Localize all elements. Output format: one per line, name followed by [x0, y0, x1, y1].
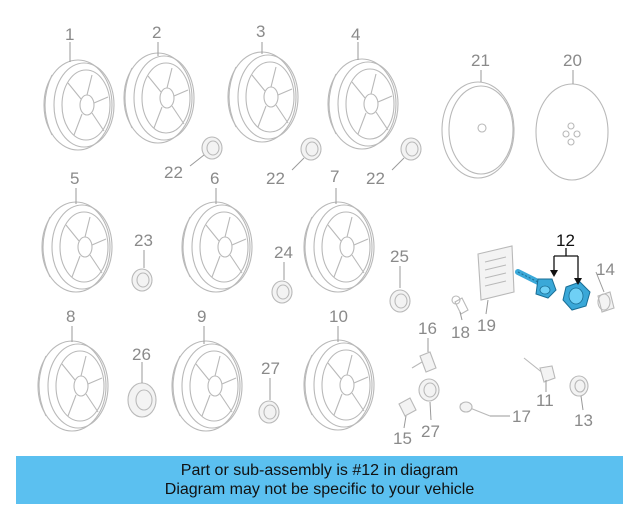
callout-4: 4 [351, 25, 360, 44]
wheel-part-10 [303, 339, 375, 431]
center-cap-part-24 [271, 280, 293, 304]
callout-26: 26 [132, 345, 151, 364]
callout-15: 15 [393, 429, 412, 448]
callout-17: 17 [512, 407, 531, 426]
wheel-part-6 [181, 201, 253, 293]
banner-line-disclaimer: Diagram may not be specific to your vehi… [164, 481, 475, 498]
callout-10: 10 [329, 307, 348, 326]
center-cap-part-25 [389, 289, 411, 313]
callout-3: 3 [256, 22, 265, 41]
callout-21: 21 [471, 51, 490, 70]
callout-27a: 27 [261, 359, 280, 378]
callout-6: 6 [210, 169, 219, 188]
leader-lines [69, 42, 605, 429]
wheel-part-4 [327, 58, 399, 150]
wheel-part-3 [227, 51, 299, 143]
callout-7: 7 [330, 167, 339, 186]
bolt-part-12 [515, 269, 557, 299]
center-cap-part-22b [300, 137, 322, 161]
callout-9: 9 [197, 307, 206, 326]
callout-16: 16 [418, 319, 437, 338]
sensor-part-16 [411, 351, 437, 373]
callout-12: 12 [556, 231, 575, 250]
wheel-cover-part-20 [535, 83, 609, 181]
center-cap-part-26 [127, 382, 157, 418]
callout-labels: 1 2 3 4 20 21 22 22 22 5 6 7 23 24 25 12… [65, 22, 615, 448]
wheel-cover-part-21 [441, 81, 515, 179]
bolt-part-11 [523, 357, 556, 383]
nut-part-12 [562, 281, 591, 311]
callout-22a: 22 [164, 163, 183, 182]
sleeve-part-14 [597, 291, 615, 313]
wheel-part-1 [43, 59, 115, 151]
callout-22b: 22 [266, 169, 285, 188]
sleeve-part-13 [569, 375, 589, 397]
wheel-part-2 [123, 52, 195, 144]
callout-23: 23 [134, 231, 153, 250]
center-cap-part-27a [258, 400, 280, 424]
callout-1: 1 [65, 25, 74, 44]
callout-25: 25 [390, 247, 409, 266]
callout-20: 20 [563, 51, 582, 70]
callout-19: 19 [477, 316, 496, 335]
wheel-part-7 [303, 201, 375, 293]
callout-8: 8 [66, 307, 75, 326]
callout-14: 14 [596, 260, 615, 279]
valve-part-18 [451, 295, 469, 315]
callout-13: 13 [574, 411, 593, 430]
center-cap-part-27b [418, 378, 440, 402]
callout-27b: 27 [421, 422, 440, 441]
callout-5: 5 [70, 169, 79, 188]
parts-diagram: 1 2 3 4 20 21 22 22 22 5 6 7 23 24 25 12… [37, 22, 615, 448]
callout-18: 18 [451, 323, 470, 342]
valve-part-17 [459, 401, 491, 417]
center-cap-part-22c [400, 137, 422, 161]
callout-22c: 22 [366, 169, 385, 188]
banner-line-part-number: Part or sub-assembly is #12 in diagram [180, 462, 459, 479]
callout-11: 11 [536, 391, 554, 410]
center-cap-part-23 [131, 268, 153, 292]
center-cap-part-22a [201, 136, 223, 160]
callout-2: 2 [152, 23, 161, 42]
valve-part-15 [398, 397, 417, 417]
label-part-19 [477, 245, 515, 301]
wheel-part-9 [171, 340, 243, 432]
info-banner: Part or sub-assembly is #12 in diagram D… [16, 456, 623, 504]
callout-24: 24 [274, 243, 293, 262]
wheel-part-8 [37, 340, 109, 432]
wheel-part-5 [41, 201, 113, 293]
